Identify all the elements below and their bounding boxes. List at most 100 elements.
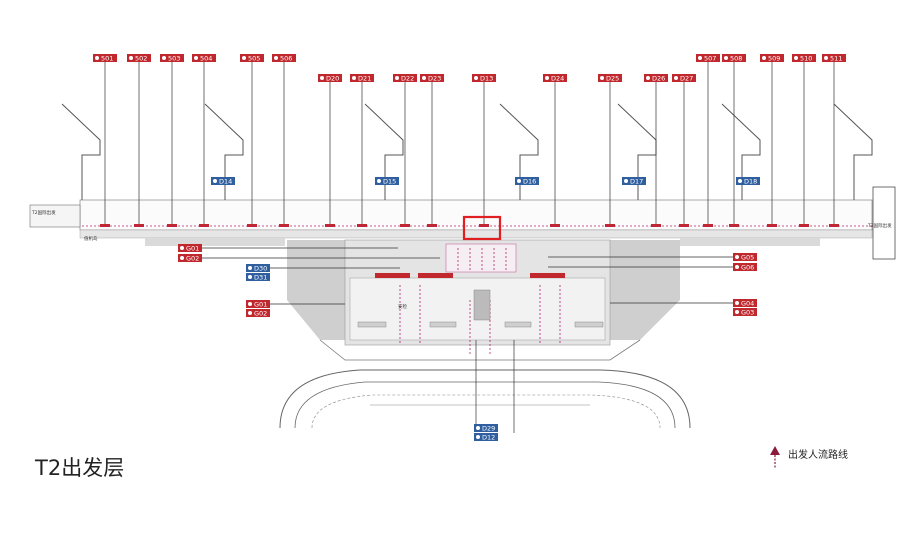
plane-icon bbox=[352, 76, 356, 80]
gate-tag-D26-bg bbox=[644, 74, 668, 82]
gate-tag-510: 510 bbox=[792, 54, 816, 63]
gate-marker-D23 bbox=[427, 224, 437, 227]
right-tag-2-bg bbox=[733, 263, 757, 271]
gate-marker-D25 bbox=[605, 224, 615, 227]
gate-marker-D13 bbox=[479, 224, 489, 227]
concourse bbox=[79, 199, 873, 231]
left-wing-apron bbox=[287, 240, 345, 340]
plane-icon bbox=[735, 255, 739, 259]
left-tag-6: G02 bbox=[246, 309, 270, 318]
pier-7 bbox=[833, 103, 873, 200]
gate-tag-D26: D26 bbox=[644, 74, 668, 83]
plane-icon bbox=[274, 56, 278, 60]
plane-icon bbox=[422, 76, 426, 80]
left-tag-1-label: G01 bbox=[186, 245, 199, 253]
gate-tag-509-bg bbox=[760, 54, 784, 62]
plane-icon bbox=[162, 56, 166, 60]
bottom-tag-1-label: D29 bbox=[482, 425, 495, 433]
gate-tag-510-bg bbox=[792, 54, 816, 62]
gate-markers bbox=[100, 224, 839, 227]
gate-tag-D23: D23 bbox=[420, 74, 444, 83]
gate-tag-504-label: 504 bbox=[200, 55, 212, 63]
gate-tag-509: 509 bbox=[760, 54, 784, 63]
security-zone bbox=[445, 243, 517, 273]
right-tag-3: G04 bbox=[733, 299, 757, 308]
small-label-security: 安检 bbox=[398, 303, 407, 310]
plane-icon bbox=[242, 56, 246, 60]
left-tag-2: G02 bbox=[178, 254, 202, 263]
gate-tag-505-bg bbox=[240, 54, 264, 62]
gate-marker-502 bbox=[134, 224, 144, 227]
pier-3 bbox=[364, 103, 404, 200]
right-tag-3-label: G04 bbox=[741, 300, 754, 308]
left-tag-2-label: G02 bbox=[186, 255, 199, 263]
bottom-tag-1: D29 bbox=[474, 424, 498, 433]
pier-tag-D17-label: D17 bbox=[630, 178, 643, 186]
plane-icon bbox=[794, 56, 798, 60]
left-tag-2-bg bbox=[178, 254, 202, 262]
gate-marker-D24 bbox=[550, 224, 560, 227]
legend: 出发人流路线 bbox=[770, 446, 848, 468]
central-core bbox=[473, 289, 491, 321]
gate-tag-D21-label: D21 bbox=[358, 75, 371, 83]
gate-marker-510 bbox=[799, 224, 809, 227]
pier-tag-D15: D15 bbox=[375, 177, 399, 186]
right-apron-strip bbox=[680, 238, 820, 246]
gate-tag-503-bg bbox=[160, 54, 184, 62]
pier-tag-D17: D17 bbox=[622, 177, 646, 186]
plane-icon bbox=[248, 311, 252, 315]
highlight-box bbox=[462, 215, 502, 241]
plane-icon bbox=[95, 56, 99, 60]
plane-icon bbox=[762, 56, 766, 60]
gate-tag-D25: D25 bbox=[598, 74, 622, 83]
gate-tag-D21-bg bbox=[350, 74, 374, 82]
right-tag-1: G05 bbox=[733, 253, 757, 262]
pier-tag-D18-label: D18 bbox=[744, 178, 757, 186]
bottom-tag-1-bg bbox=[474, 424, 498, 432]
pier-tag-D16-bg bbox=[515, 177, 539, 185]
t3-building bbox=[872, 186, 896, 260]
gate-tag-505-label: 505 bbox=[248, 55, 260, 63]
plane-icon bbox=[248, 266, 252, 270]
plane-icon bbox=[735, 310, 739, 314]
gate-tag-508-bg bbox=[722, 54, 746, 62]
gate-tag-511-label: 511 bbox=[830, 55, 842, 63]
island-2 bbox=[429, 321, 457, 328]
jet-bridges bbox=[61, 103, 873, 200]
gate-tag-506: 506 bbox=[272, 54, 296, 63]
gate-tag-502: 502 bbox=[127, 54, 151, 63]
gate-tag-D13: D13 bbox=[472, 74, 496, 83]
gate-marker-D22 bbox=[400, 224, 410, 227]
right-tag-2: G06 bbox=[733, 263, 757, 272]
gate-tag-D25-bg bbox=[598, 74, 622, 82]
pier-tag-D18: D18 bbox=[736, 177, 760, 186]
bottom-tag-2-label: D12 bbox=[482, 434, 495, 442]
pier-tag-D17-bg bbox=[622, 177, 646, 185]
gate-tag-506-label: 506 bbox=[280, 55, 292, 63]
gate-tag-D20-label: D20 bbox=[326, 75, 339, 83]
pier-tag-D14: D14 bbox=[211, 177, 235, 186]
plane-icon bbox=[476, 426, 480, 430]
left-tag-1: G01 bbox=[178, 244, 202, 253]
gate-tag-503-label: 503 bbox=[168, 55, 180, 63]
plane-icon bbox=[377, 179, 381, 183]
pier-tag-D14-label: D14 bbox=[219, 178, 232, 186]
terminal-structure bbox=[29, 186, 896, 429]
left-tag-5-bg bbox=[246, 300, 270, 308]
gate-tag-D26-label: D26 bbox=[652, 75, 665, 83]
left-tag-4: D31 bbox=[246, 273, 270, 282]
gate-tag-D27: D27 bbox=[672, 74, 696, 83]
pier-tag-D15-bg bbox=[375, 177, 399, 185]
plane-icon bbox=[474, 76, 478, 80]
gate-tag-509-label: 509 bbox=[768, 55, 780, 63]
right-tag-3-bg bbox=[733, 299, 757, 307]
plane-icon bbox=[213, 179, 217, 183]
pier-tag-D18-bg bbox=[736, 177, 760, 185]
gate-marker-D20 bbox=[325, 224, 335, 227]
gate-tag-508-label: 508 bbox=[730, 55, 742, 63]
gate-tag-507-label: 507 bbox=[704, 55, 716, 63]
right-tag-4: G03 bbox=[733, 308, 757, 317]
gate-tag-D21: D21 bbox=[350, 74, 374, 83]
